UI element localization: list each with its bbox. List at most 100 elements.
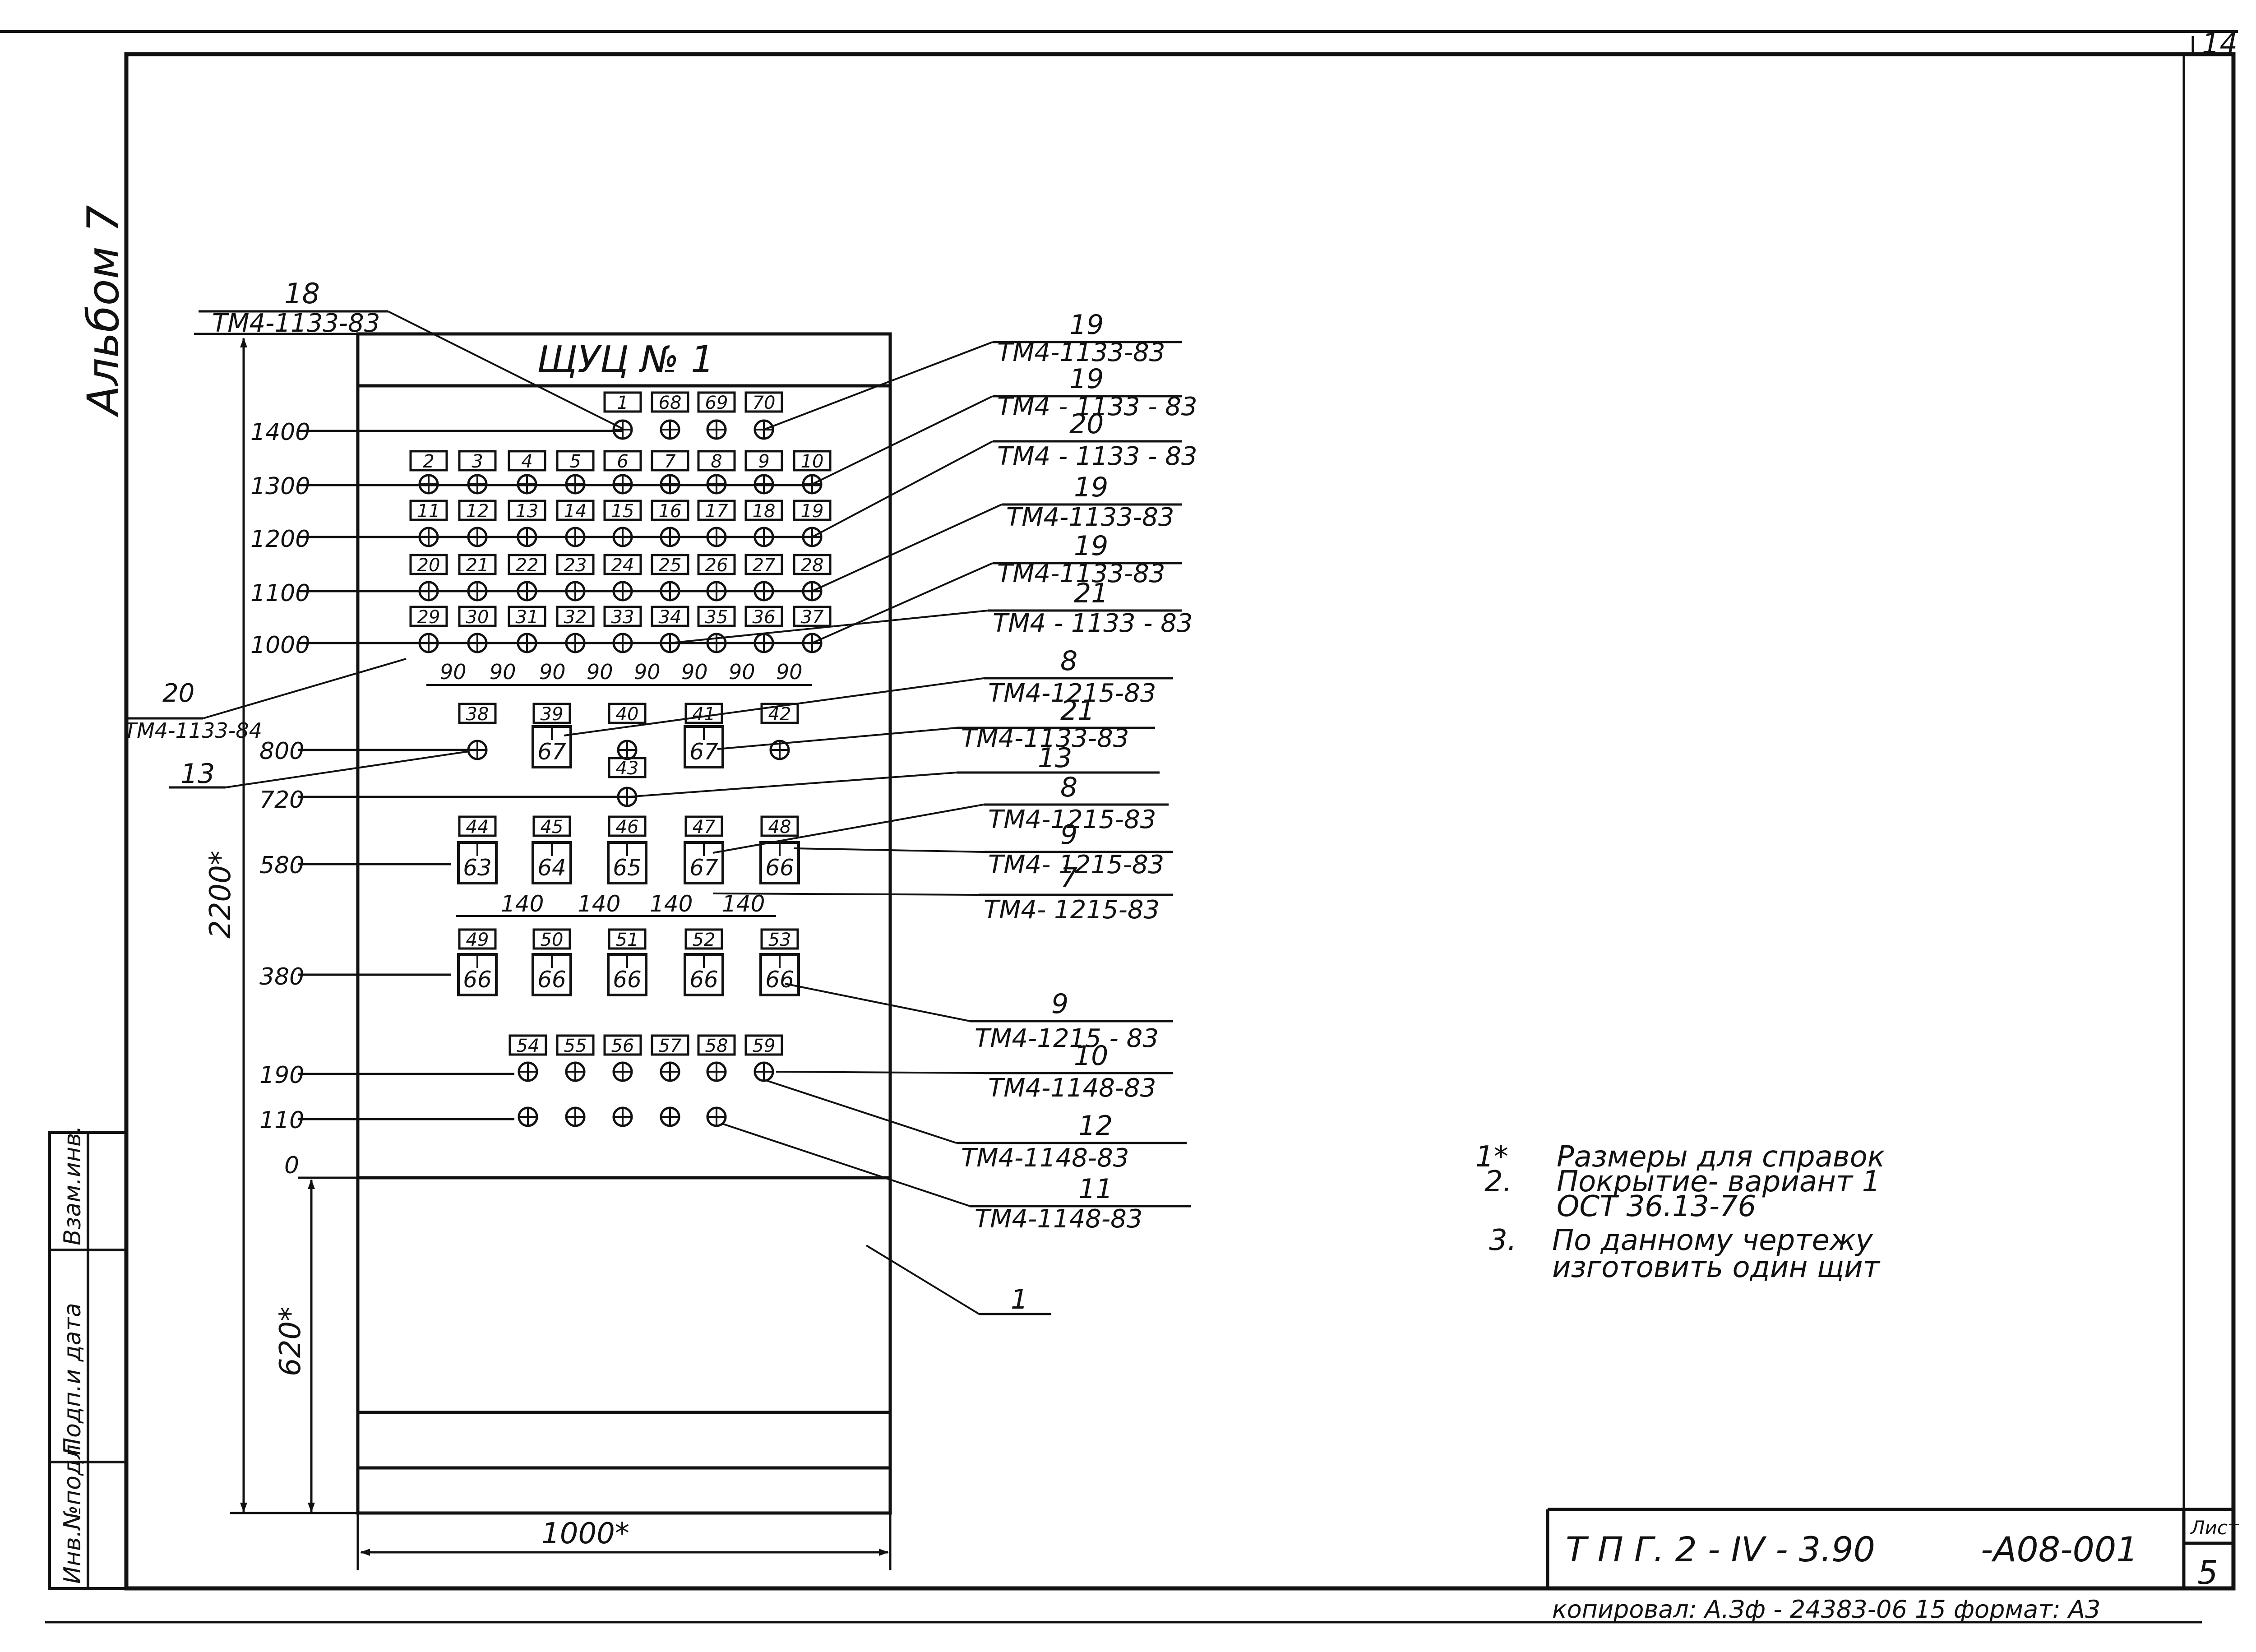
spacing-90-labels: 90 90 90 90 90 90 90 90 [440,660,803,684]
component-number: 38 [466,704,489,725]
terminal-symbol [769,740,790,760]
terminal-symbol [612,1061,633,1082]
callout-number: 1 [1011,1284,1028,1315]
component-label: 40 [608,703,647,725]
component-number: 43 [616,758,639,779]
component-label: 54 [509,1034,547,1056]
component-number: 54 [517,1036,540,1056]
component-number: 21 [466,555,489,576]
callout-ref: ТМ4- 1215-83 [988,850,1164,879]
sheet-frame [0,30,2238,1624]
component-label: 39 [532,703,571,725]
terminal-symbol [754,527,774,547]
component-number: 49 [466,930,489,950]
component-number: 41 [693,704,716,725]
device-number: 66 [689,967,718,993]
terminal-symbol [754,633,774,653]
component-label: 13 [508,500,546,522]
spacing-dims [426,684,812,917]
device-box: 67 [684,841,724,884]
terminal-symbol [706,474,727,495]
device-number: 67 [689,855,718,881]
note-text: По данному чертежу [1552,1224,1873,1257]
callout-ref: ТМ4-1133-83 [997,338,1165,367]
terminal-symbol [565,527,586,547]
panel-title: ЩУЦ № 1 [537,338,714,381]
component-label: 1 [603,391,642,413]
callout-number: 19 [1074,472,1108,503]
component-number: 35 [705,607,728,628]
component-number: 17 [705,501,728,522]
terminal-symbol [467,527,488,547]
callout-number: 12 [1078,1110,1113,1142]
component-number: 13 [516,501,539,522]
component-label: 53 [760,928,799,950]
terminal-symbol [660,581,680,602]
component-label: 18 [744,500,783,522]
terminal-symbol [418,527,439,547]
callout-right-1: 1 [865,1245,1051,1315]
component-label: 34 [651,606,689,628]
title-block [1546,1508,2233,1588]
terminal-symbol [660,1061,680,1082]
component-label: 12 [458,500,497,522]
callout-number: 20 [162,679,194,708]
component-number: 20 [417,555,440,576]
component-label: 37 [793,606,832,628]
device-box: 63 [457,841,498,884]
callout-ref: ТМ4-1133-83 [212,309,380,338]
callout-number: 10 [1074,1040,1108,1072]
callout-ref: ТМ4-1133-83 [1006,503,1174,532]
callout-left-20: 20 ТМ4-1133-84 [124,658,407,743]
component-label: 70 [744,391,783,413]
component-number: 30 [466,607,489,628]
level-580: 580 [259,852,304,879]
component-number: 53 [768,930,791,950]
level-720: 720 [259,787,304,814]
device-box: 67 [532,725,572,768]
component-label: 10 [793,450,832,472]
component-label: 6 [603,450,642,472]
spacing-90: 90 [539,660,566,684]
spacing-140-labels: 140 140 140 140 [501,891,765,917]
callout-number: 13 [1038,742,1072,774]
level-190: 190 [259,1062,304,1089]
device-box: 66 [532,953,572,996]
terminal-symbol [565,633,586,653]
device-number: 64 [537,855,566,881]
terminal-symbol [418,474,439,495]
component-label: 68 [651,391,689,413]
component-label: 16 [651,500,689,522]
stamp-podp-data: Подп.и дата [59,1303,86,1455]
component-label: 19 [793,500,832,522]
callout-ref: ТМ4-1133-84 [124,718,262,743]
callout-number: 11 [1078,1173,1113,1205]
terminal-symbol [612,1106,633,1127]
spacing-90: 90 [634,660,661,684]
component-number: 50 [541,930,564,950]
component-number: 27 [753,555,776,576]
sheet-label: Лист [2190,1517,2239,1539]
terminal-symbol [706,1106,727,1127]
component-label: 49 [458,928,497,950]
component-number: 57 [659,1036,682,1056]
terminal-symbol [517,633,537,653]
component-label: 36 [744,606,783,628]
spacing-90: 90 [681,660,708,684]
note-text: Покрытие- вариант 1 [1557,1165,1880,1199]
level-800: 800 [259,738,304,765]
component-number: 10 [801,451,824,472]
callout-number: 21 [1060,695,1095,727]
terminal-symbol [706,527,727,547]
device-number: 66 [537,967,566,993]
component-label: 8 [697,450,736,472]
component-number: 25 [659,555,682,576]
page-number: 14 [2202,27,2238,60]
device-box: 67 [684,725,724,768]
terminal-symbol [517,581,537,602]
callout-right-13: 13 [627,742,1160,798]
